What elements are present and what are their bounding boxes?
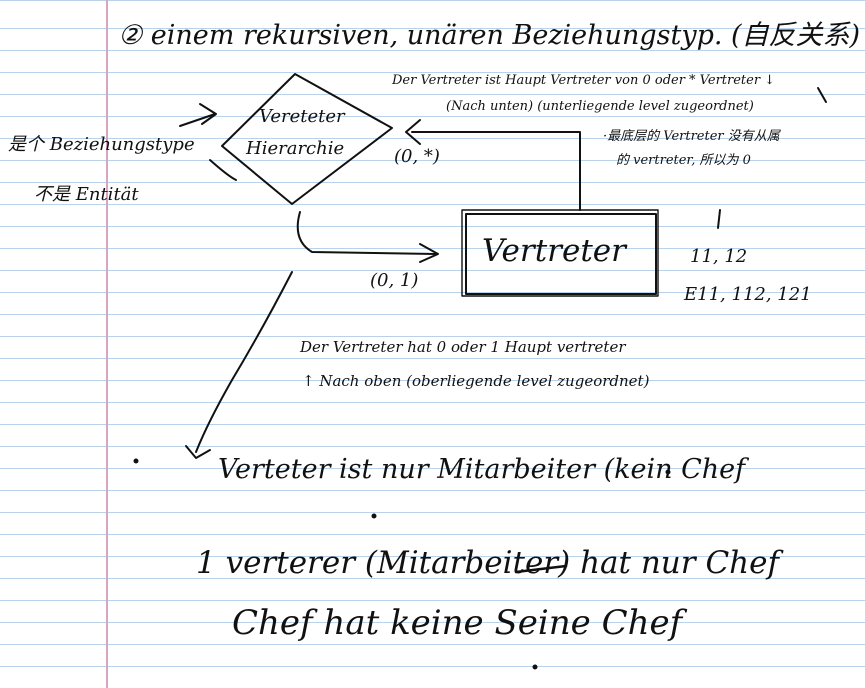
cardinality-bottom: (0, 1) <box>370 270 419 291</box>
diamond-label-2: Hierarchie <box>246 138 345 159</box>
top-note-line-2: (Nach unten) (unterliegende level zugeor… <box>446 99 754 114</box>
ink-dot <box>371 513 377 519</box>
bottom-line-2: 1 verterer (Mitarbeiter) hat nur Chef <box>196 545 779 581</box>
margin-line <box>106 0 108 688</box>
bottom-line-1: Verteter ist nur Mitarbeiter (kein Chef <box>218 454 746 485</box>
top-right-mark <box>817 87 827 103</box>
connector-bottom <box>296 211 437 255</box>
diamond-label-1: Vereteter <box>259 106 345 127</box>
right-marks-1: 11, 12 <box>690 246 748 267</box>
connector-bottom-arrowhead <box>419 243 439 263</box>
top-note-line-4: 的 vertreter, 所以为 0 <box>616 153 751 168</box>
ink-dot <box>532 664 538 670</box>
entity-rectangle-overstroke <box>461 209 659 297</box>
mid-note-1: Der Vertreter hat 0 oder 1 Haupt vertret… <box>300 338 626 356</box>
mid-note-2: ↑ Nach oben (oberliegende level zugeordn… <box>302 372 650 390</box>
left-small-arrow <box>209 159 237 181</box>
bottom-line-3: Chef hat keine Seine Chef <box>232 603 683 643</box>
right-tick <box>717 209 721 229</box>
long-curve-arrow <box>195 271 293 453</box>
heading-text: ② einem rekursiven, unären Beziehungstyp… <box>118 20 861 51</box>
strike-mark <box>514 564 568 574</box>
entity-rectangle <box>465 213 657 295</box>
ink-dot <box>133 458 139 464</box>
cardinality-top: (0, *) <box>394 146 440 167</box>
left-label-2: 不是 Entität <box>34 184 139 205</box>
ink-dot <box>665 469 671 475</box>
relationship-diamond <box>221 73 393 205</box>
top-note-line-3: ·最底层的 Vertreter 没有从属 <box>603 129 780 144</box>
connector-top <box>411 131 581 211</box>
left-pointer-arrowhead <box>199 103 217 125</box>
left-pointer-arrow <box>179 113 216 127</box>
left-label-1: 是个 Beziehungstype <box>8 134 195 155</box>
right-marks-2: E11, 112, 121 <box>684 284 812 305</box>
connector-top-arrowhead <box>405 119 421 145</box>
entity-label: Vertreter <box>482 233 626 269</box>
top-note-line-1: Der Vertreter ist Haupt Vertreter von 0 … <box>392 73 776 88</box>
long-curve-arrowhead <box>185 445 211 459</box>
